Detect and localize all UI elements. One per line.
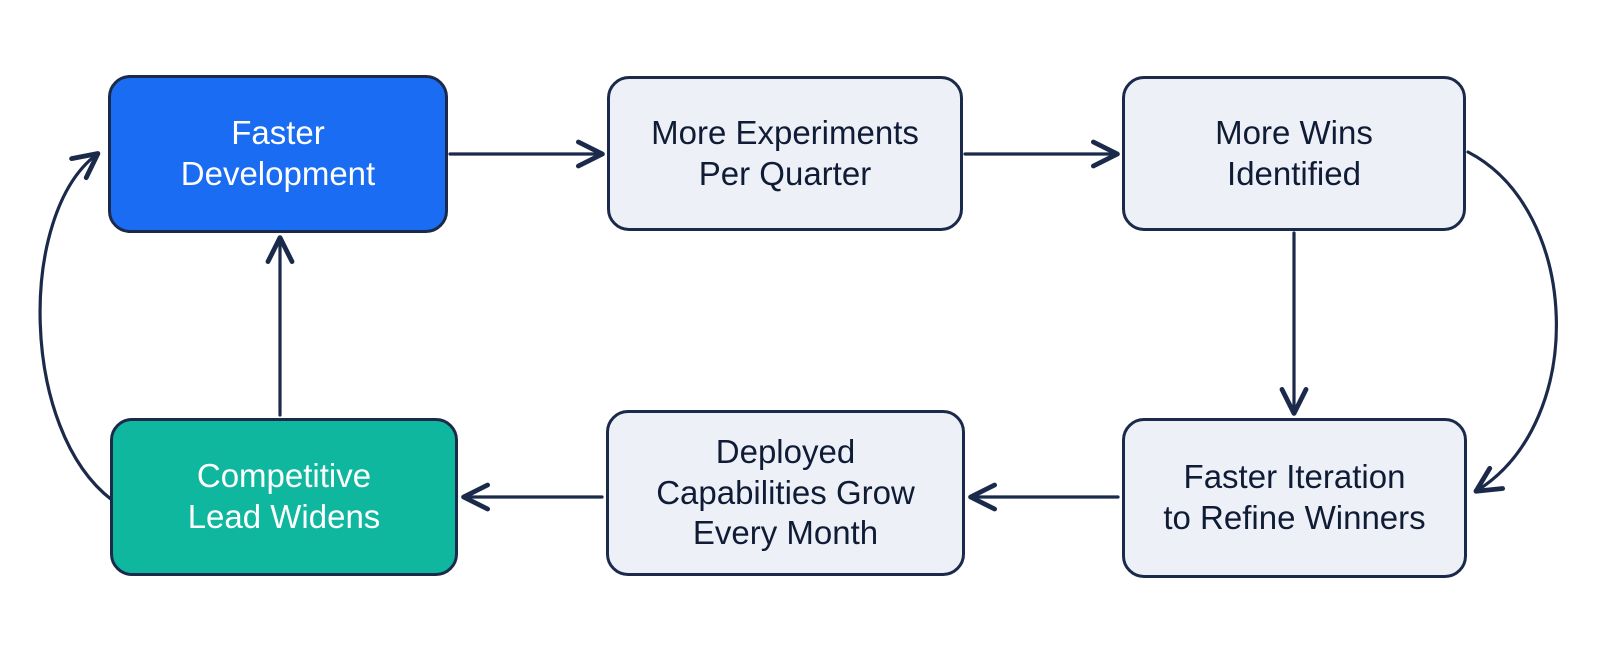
- node-more-wins[interactable]: More Wins Identified: [1122, 76, 1466, 231]
- edge-more-wins-to-faster-iteration-curve: [1466, 150, 1558, 494]
- edge-competitive-lead-to-faster-development-curve: [38, 151, 114, 502]
- node-deployed-capabilities[interactable]: Deployed Capabilities Grow Every Month: [606, 410, 965, 576]
- node-faster-development[interactable]: Faster Development: [108, 75, 448, 233]
- node-label: Deployed Capabilities Grow Every Month: [656, 432, 915, 552]
- node-faster-iteration[interactable]: Faster Iteration to Refine Winners: [1122, 418, 1467, 578]
- node-label: More Experiments Per Quarter: [651, 113, 919, 192]
- node-competitive-lead[interactable]: Competitive Lead Widens: [110, 418, 458, 576]
- node-more-experiments[interactable]: More Experiments Per Quarter: [607, 76, 963, 231]
- node-label: Competitive Lead Widens: [187, 457, 381, 535]
- node-label: More Wins Identified: [1215, 113, 1373, 192]
- node-label: Faster Development: [180, 114, 376, 192]
- node-label: Faster Iteration to Refine Winners: [1163, 458, 1426, 536]
